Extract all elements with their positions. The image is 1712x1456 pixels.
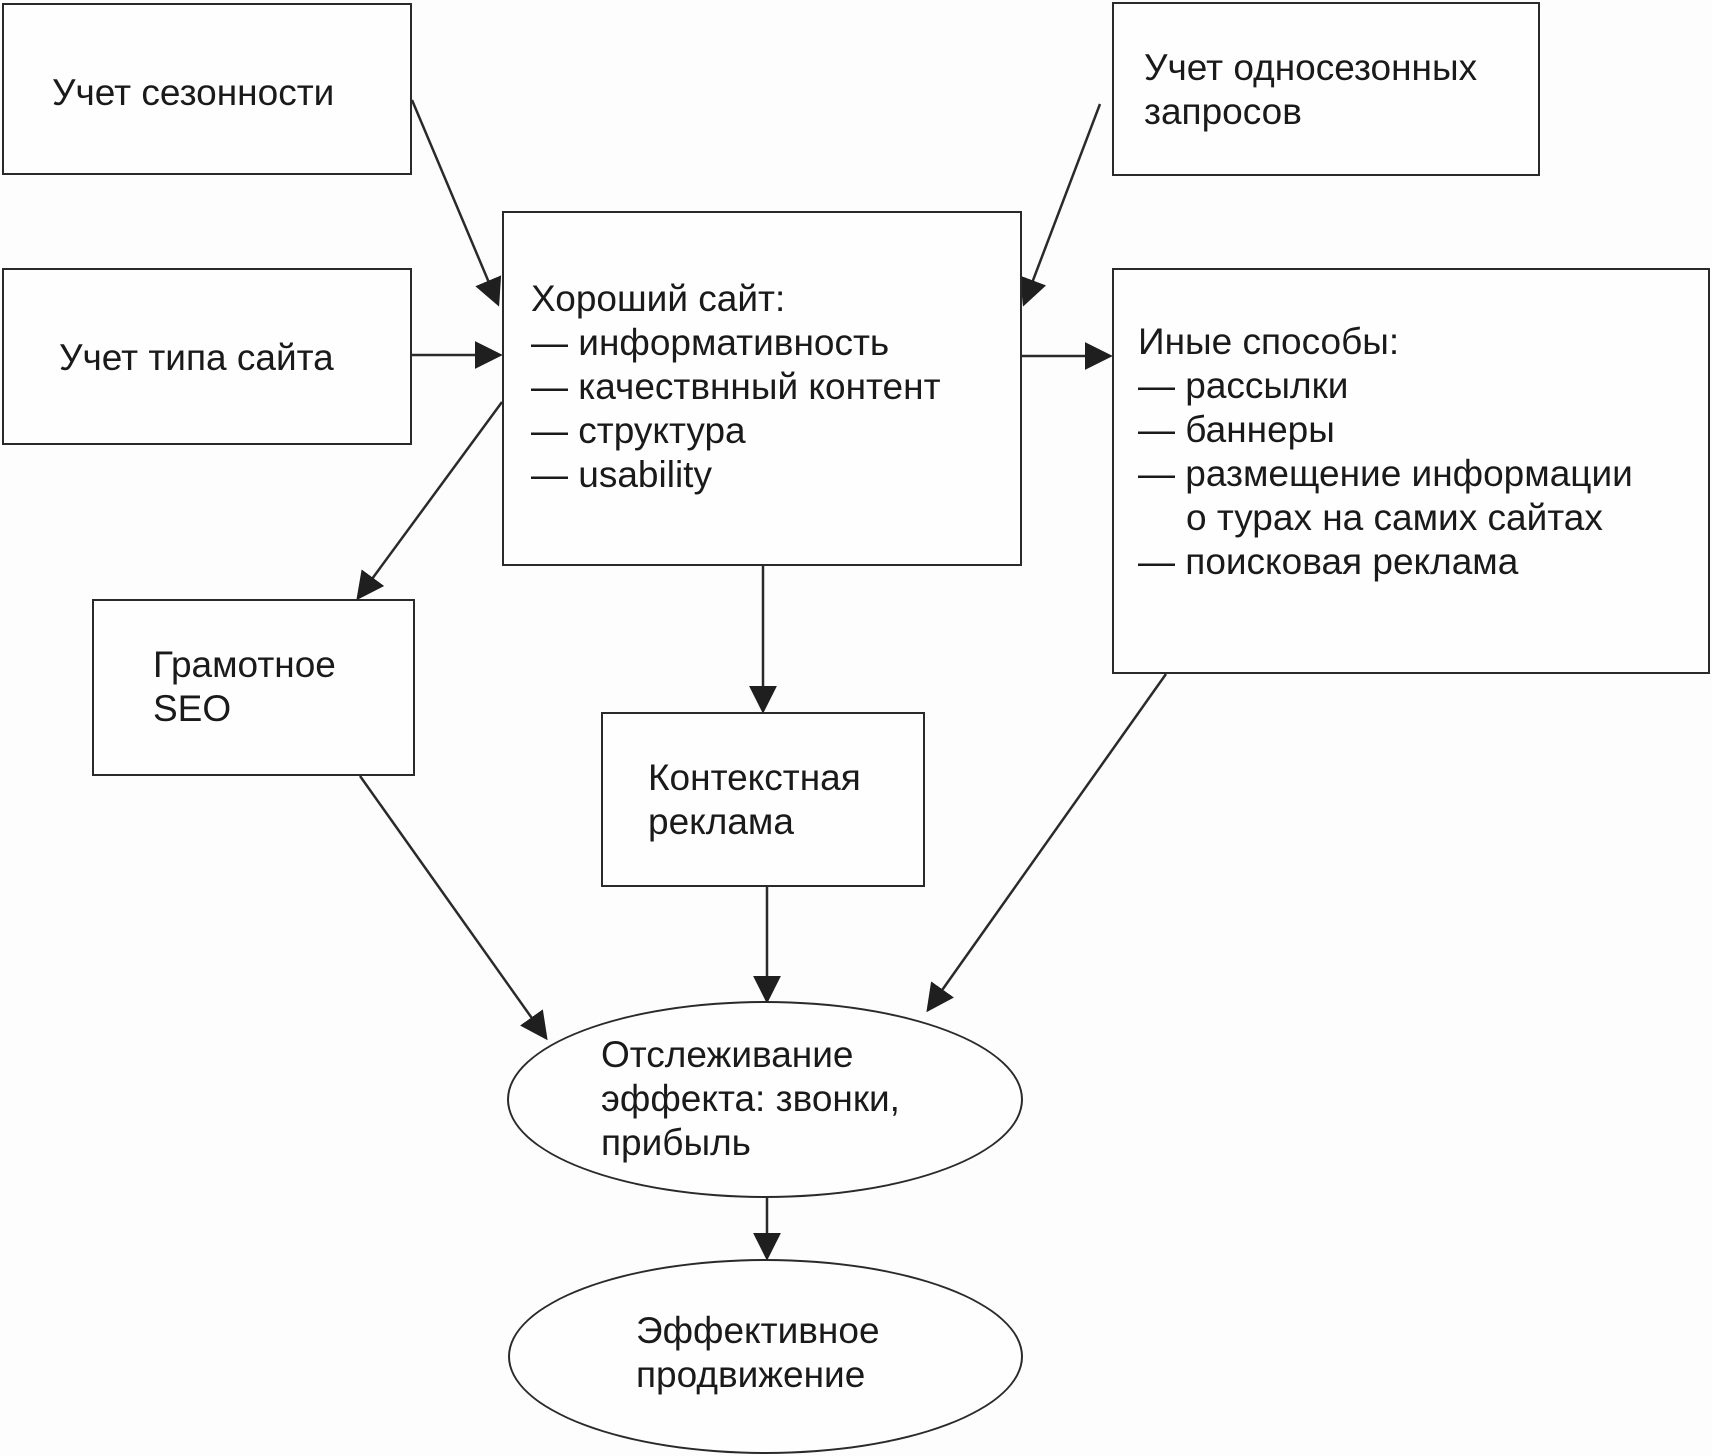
node-tracking-line: эффекта: звонки,	[601, 1078, 900, 1119]
arrow-one-season-to-good-site	[1019, 103, 1102, 307]
node-other-methods-line: — рассылки	[1138, 365, 1349, 406]
node-other-methods: Иные способы: — рассылки — баннеры — раз…	[1112, 268, 1710, 674]
node-seo-line: Грамотное	[153, 644, 336, 685]
node-effective-promotion: Эффективное продвижение	[508, 1259, 1023, 1454]
node-contextual-ads-line: Контекстная	[648, 757, 861, 798]
node-tracking-line: Отслеживание	[601, 1034, 854, 1075]
node-seo-line: SEO	[153, 688, 232, 729]
node-contextual-ads-line: реклама	[648, 801, 794, 842]
node-other-methods-line: Иные способы:	[1138, 321, 1400, 362]
node-seasonality: Учет сезонности	[2, 3, 412, 175]
node-contextual-ads: Контекстная реклама	[601, 712, 925, 887]
node-other-methods-line: о турах на самих сайтах	[1186, 497, 1603, 538]
node-one-season-line: Учет односезонных	[1144, 47, 1478, 88]
arrow-seasonality-to-good-site	[410, 99, 502, 307]
node-good-site-line: — usability	[531, 454, 712, 495]
arrow-good-site-to-seo	[356, 401, 504, 601]
node-good-site: Хороший сайт: — информативность — качест…	[502, 211, 1022, 566]
node-good-site-line: — качествнный контент	[531, 366, 941, 407]
node-tracking: Отслеживание эффекта: звонки, прибыль	[507, 1001, 1023, 1198]
node-effective-promotion-line: Эффективное	[636, 1310, 880, 1351]
node-good-site-line: — структура	[531, 410, 746, 451]
node-good-site-line: — информативность	[531, 322, 890, 363]
node-seasonality-line: Учет сезонности	[52, 72, 335, 113]
arrow-seo-to-tracking	[358, 775, 548, 1041]
node-good-site-line: Хороший сайт:	[531, 278, 786, 319]
node-tracking-line: прибыль	[601, 1122, 751, 1163]
node-other-methods-line: — баннеры	[1138, 409, 1335, 450]
node-other-methods-line: — размещение информации	[1138, 453, 1633, 494]
node-site-type: Учет типа сайта	[2, 268, 412, 445]
arrow-other-methods-to-tracking	[926, 673, 1168, 1013]
node-other-methods-line: — поисковая реклама	[1138, 541, 1519, 582]
node-one-season-line: запросов	[1144, 91, 1302, 132]
node-effective-promotion-line: продвижение	[636, 1354, 866, 1395]
node-seo: Грамотное SEO	[92, 599, 415, 776]
node-one-season-queries: Учет односезонных запросов	[1112, 2, 1540, 176]
node-site-type-line: Учет типа сайта	[59, 337, 334, 378]
